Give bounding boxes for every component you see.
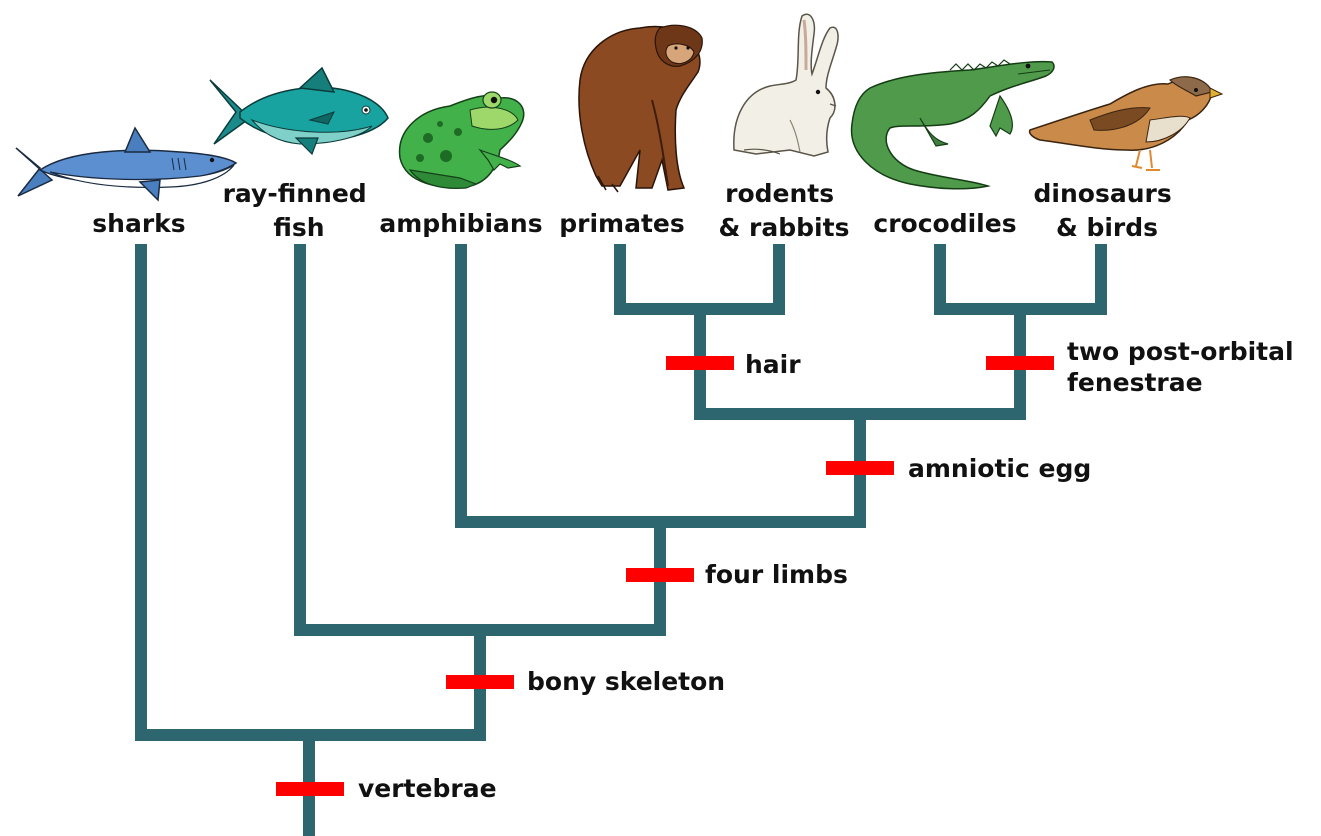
crocodile-icon xyxy=(852,60,1054,189)
trait-marker-bony-skeleton xyxy=(446,675,514,689)
trait-label-line: vertebrae xyxy=(358,774,497,803)
trait-label-line: fenestrae xyxy=(1067,368,1203,397)
trait-labels: vertebrae bony skeleton four limbs amnio… xyxy=(358,337,1302,803)
taxon-label-amphibians: amphibians xyxy=(379,209,542,238)
trait-marker-amniotic-egg xyxy=(826,461,894,475)
taxon-label-line: crocodiles xyxy=(873,209,1016,238)
trait-label-two-post-orbital-fenestrae: two post-orbital fenestrae xyxy=(1067,337,1302,397)
trait-label-hair: hair xyxy=(745,350,801,379)
taxon-label-line: dinosaurs xyxy=(1034,179,1172,208)
tuna-fish-icon xyxy=(210,68,388,154)
taxon-label-rodents-rabbits: rodents & rabbits xyxy=(719,179,850,242)
trait-marker-vertebrae xyxy=(276,782,344,796)
trait-label-vertebrae: vertebrae xyxy=(358,774,497,803)
frog-icon xyxy=(400,92,524,188)
trait-label-line: hair xyxy=(745,350,801,379)
trait-marker-hair xyxy=(666,356,734,370)
taxon-label-line: amphibians xyxy=(379,209,542,238)
tree-branches xyxy=(141,250,1101,836)
taxon-label-line: ray-finned xyxy=(223,179,367,208)
trait-label-line: amniotic egg xyxy=(908,454,1091,483)
taxon-label-line: & birds xyxy=(1056,213,1158,242)
trait-label-four-limbs: four limbs xyxy=(705,560,848,589)
taxon-label-crocodiles: crocodiles xyxy=(873,209,1016,238)
taxon-label-line: fish xyxy=(273,213,324,242)
rabbit-icon xyxy=(734,14,838,156)
trait-label-line: two post-orbital xyxy=(1067,337,1294,366)
trait-label-line: bony skeleton xyxy=(527,667,725,696)
shark-icon xyxy=(16,128,236,200)
taxon-label-ray-finned-fish: ray-finned fish xyxy=(223,179,376,242)
trait-marker-two-post-orbital-fenestrae xyxy=(986,356,1054,370)
taxon-label-line: sharks xyxy=(92,209,185,238)
chimpanzee-icon xyxy=(579,25,702,192)
trait-label-bony-skeleton: bony skeleton xyxy=(527,667,725,696)
taxon-label-line: rodents xyxy=(725,179,834,208)
taxon-label-line: primates xyxy=(559,209,685,238)
taxon-label-dinosaurs-birds: dinosaurs & birds xyxy=(1034,179,1181,242)
trait-marker-four-limbs xyxy=(626,568,694,582)
taxon-label-sharks: sharks xyxy=(92,209,185,238)
taxon-label-line: & rabbits xyxy=(719,213,850,242)
sparrow-icon xyxy=(1030,77,1222,170)
taxon-label-primates: primates xyxy=(559,209,685,238)
trait-label-amniotic-egg: amniotic egg xyxy=(908,454,1091,483)
trait-label-line: four limbs xyxy=(705,560,848,589)
